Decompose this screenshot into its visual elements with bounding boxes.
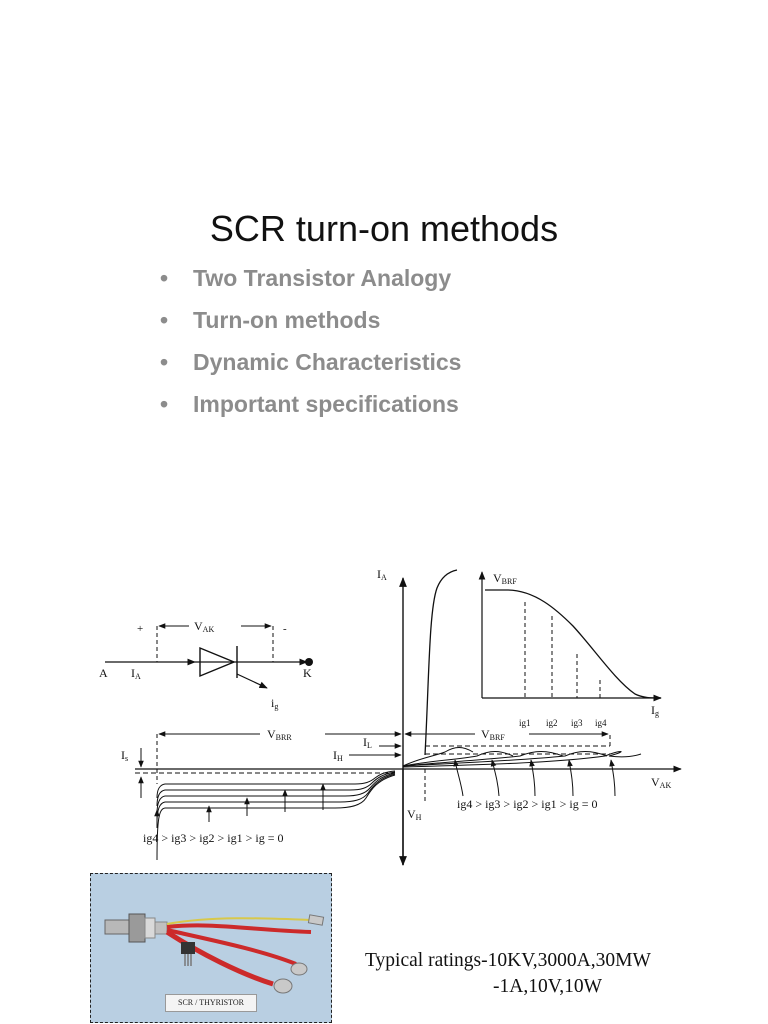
scr-symbol — [105, 623, 313, 689]
x-axis-label: VAK — [651, 775, 671, 790]
ratings-line-2: -1A,10V,10W — [493, 976, 603, 997]
y-axis-label: IA — [377, 567, 387, 582]
forward-gate-order: ig4 > ig3 > ig2 > ig1 > ig = 0 — [457, 797, 598, 811]
scr-characteristics-diagram: A IA K ig VAK + - IA VAK — [99, 567, 682, 866]
plus-sign: + — [137, 623, 143, 635]
cathode-label: K — [303, 666, 312, 680]
minus-sign: - — [283, 623, 287, 635]
bullet-text: Dynamic Characteristics — [193, 349, 462, 375]
inset-axes — [478, 571, 662, 702]
reverse-gate-arrows — [154, 783, 326, 828]
bullet-text: Two Transistor Analogy — [193, 265, 452, 291]
inset-tick-label: ig3 — [571, 718, 583, 728]
bullet-item: • Turn-on methods — [160, 304, 461, 346]
bullet-list: • Two Transistor Analogy • Turn-on methods… — [160, 262, 461, 430]
inset-x-axis-label: Ig — [651, 703, 659, 718]
gate-current-label: ig — [271, 696, 278, 711]
is-label: Is — [121, 748, 128, 763]
bullet-icon: • — [160, 265, 169, 291]
bullet-item: • Important specifications — [160, 388, 461, 430]
photo-caption: SCR / THYRISTOR — [165, 994, 257, 1012]
ih-label: IH — [333, 748, 343, 763]
typical-ratings: Typical ratings-10KV,3000A,30MW -1A,10V,… — [365, 948, 695, 1000]
slide-title: SCR turn-on methods — [209, 208, 559, 249]
inset-tick-label: ig1 — [519, 718, 531, 728]
ratings-line-1: Typical ratings-10KV,3000A,30MW — [365, 950, 651, 971]
bullet-icon: • — [160, 307, 169, 333]
reverse-gate-order: ig4 > ig3 > ig2 > ig1 > ig = 0 — [143, 831, 284, 845]
bullet-text: Turn-on methods — [193, 307, 381, 333]
bullet-icon: • — [160, 391, 169, 417]
il-label: IL — [363, 735, 372, 750]
conduction-curve — [424, 569, 458, 756]
thyristor-photo: SCR / THYRISTOR — [90, 873, 332, 1023]
reverse-blocking-curves — [156, 770, 396, 861]
vak-label: VAK — [194, 619, 214, 634]
vbrr-label: VBRR — [267, 727, 292, 742]
bullet-icon: • — [160, 349, 169, 375]
anode-current-label: IA — [131, 666, 141, 681]
thyristor-illustration — [104, 913, 325, 994]
inset-tick-label: ig2 — [546, 718, 558, 728]
inset-tick-label: ig4 — [595, 718, 607, 728]
vbrf-label: VBRF — [481, 727, 505, 742]
inset-y-axis-label: VBRF — [493, 571, 517, 586]
bullet-item: • Two Transistor Analogy — [160, 262, 461, 304]
vi-axes — [135, 577, 682, 866]
bullet-item: • Dynamic Characteristics — [160, 346, 461, 388]
bullet-text: Important specifications — [193, 391, 459, 417]
forward-blocking-curves — [402, 747, 642, 768]
anode-label: A — [99, 666, 108, 680]
vh-label: VH — [407, 807, 422, 822]
forward-gate-arrows — [453, 759, 616, 797]
